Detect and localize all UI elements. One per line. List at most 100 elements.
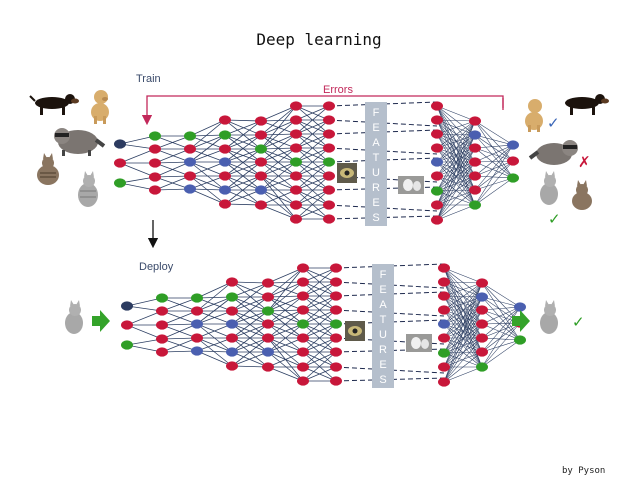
network-edge — [224, 189, 262, 205]
network-node — [156, 306, 168, 316]
network-node — [149, 144, 161, 154]
network-node — [323, 157, 335, 167]
network-edge — [196, 281, 233, 299]
network-edge — [196, 296, 233, 312]
network-edge — [267, 323, 304, 353]
network-edge — [481, 306, 521, 339]
network-node — [297, 277, 309, 287]
network-node — [226, 306, 238, 316]
network-edge — [260, 161, 297, 191]
network-node — [330, 362, 342, 372]
network-node — [290, 157, 302, 167]
network-edge — [474, 161, 514, 179]
network-edge — [231, 282, 269, 312]
network-node — [330, 305, 342, 315]
network-node — [330, 347, 342, 357]
network-node — [431, 186, 443, 196]
network-edge — [443, 282, 483, 297]
network-node — [438, 377, 450, 387]
network-edge — [302, 309, 337, 325]
network-edge — [196, 323, 233, 339]
network-edge — [196, 337, 233, 367]
network-edge — [189, 175, 226, 191]
network-edge — [474, 144, 514, 191]
network-edge — [481, 306, 521, 311]
network-edge — [196, 350, 233, 367]
network-node — [330, 333, 342, 343]
network-node — [290, 171, 302, 181]
network-edge — [231, 323, 269, 339]
raccoon-icon — [528, 140, 578, 165]
network-edge — [231, 323, 269, 353]
network-node — [330, 376, 342, 386]
network-edge — [436, 147, 476, 163]
network-node — [469, 143, 481, 153]
network-edge — [443, 337, 483, 383]
gray-cat-icon — [78, 171, 98, 207]
network-node — [290, 129, 302, 139]
network-edge — [474, 147, 514, 162]
network-node — [184, 184, 196, 194]
network-edge — [126, 297, 163, 307]
network-node — [219, 185, 231, 195]
network-edge — [443, 309, 483, 383]
network-edge — [481, 296, 521, 308]
network-edge — [436, 105, 476, 122]
network-edge — [443, 337, 483, 353]
network-node — [191, 293, 203, 303]
network-edge — [154, 175, 191, 191]
network-edge — [231, 351, 269, 368]
network-edge — [295, 189, 330, 220]
network-node — [297, 347, 309, 357]
network-node — [226, 277, 238, 287]
network-edge — [481, 309, 521, 341]
network-edge — [267, 267, 304, 312]
network-edge — [443, 282, 483, 339]
network-node — [219, 130, 231, 140]
features-letter: E — [379, 284, 386, 296]
network-edge — [302, 267, 337, 283]
network-node — [114, 139, 126, 149]
check-mark-cat: ✓ — [548, 210, 561, 228]
network-edge — [224, 175, 262, 205]
network-node — [121, 340, 133, 350]
network-edge — [224, 120, 262, 150]
network-edge — [260, 204, 297, 220]
network-edge — [224, 175, 262, 191]
network-node — [121, 320, 133, 330]
network-edge — [295, 175, 330, 206]
network-edge — [295, 161, 330, 177]
network-node — [226, 347, 238, 357]
network-node — [297, 291, 309, 301]
network-edges — [119, 101, 514, 221]
network-node — [290, 115, 302, 125]
network-edge — [295, 175, 330, 191]
network-edge — [443, 282, 483, 311]
network-edge — [436, 119, 476, 122]
network-edge — [436, 189, 476, 206]
network-edge — [443, 267, 483, 284]
network-edge — [189, 134, 226, 163]
network-node — [156, 334, 168, 344]
network-node — [431, 101, 443, 111]
network-edge — [295, 105, 330, 135]
network-edge — [474, 177, 514, 191]
train-label: Train — [136, 73, 161, 85]
gray-cat-icon — [65, 300, 83, 334]
network-edge — [302, 309, 337, 339]
network-edge — [436, 134, 476, 221]
network-edge — [189, 119, 226, 137]
network-edge — [481, 339, 521, 368]
network-edge — [443, 309, 483, 368]
network-edge — [302, 281, 337, 311]
network-node — [469, 116, 481, 126]
feature-edge — [328, 129, 438, 135]
network-edge — [231, 310, 269, 339]
network-edge — [295, 105, 330, 121]
network-node — [156, 347, 168, 357]
network-edge — [267, 337, 304, 368]
network-node — [323, 214, 335, 224]
network-edge — [436, 120, 476, 163]
